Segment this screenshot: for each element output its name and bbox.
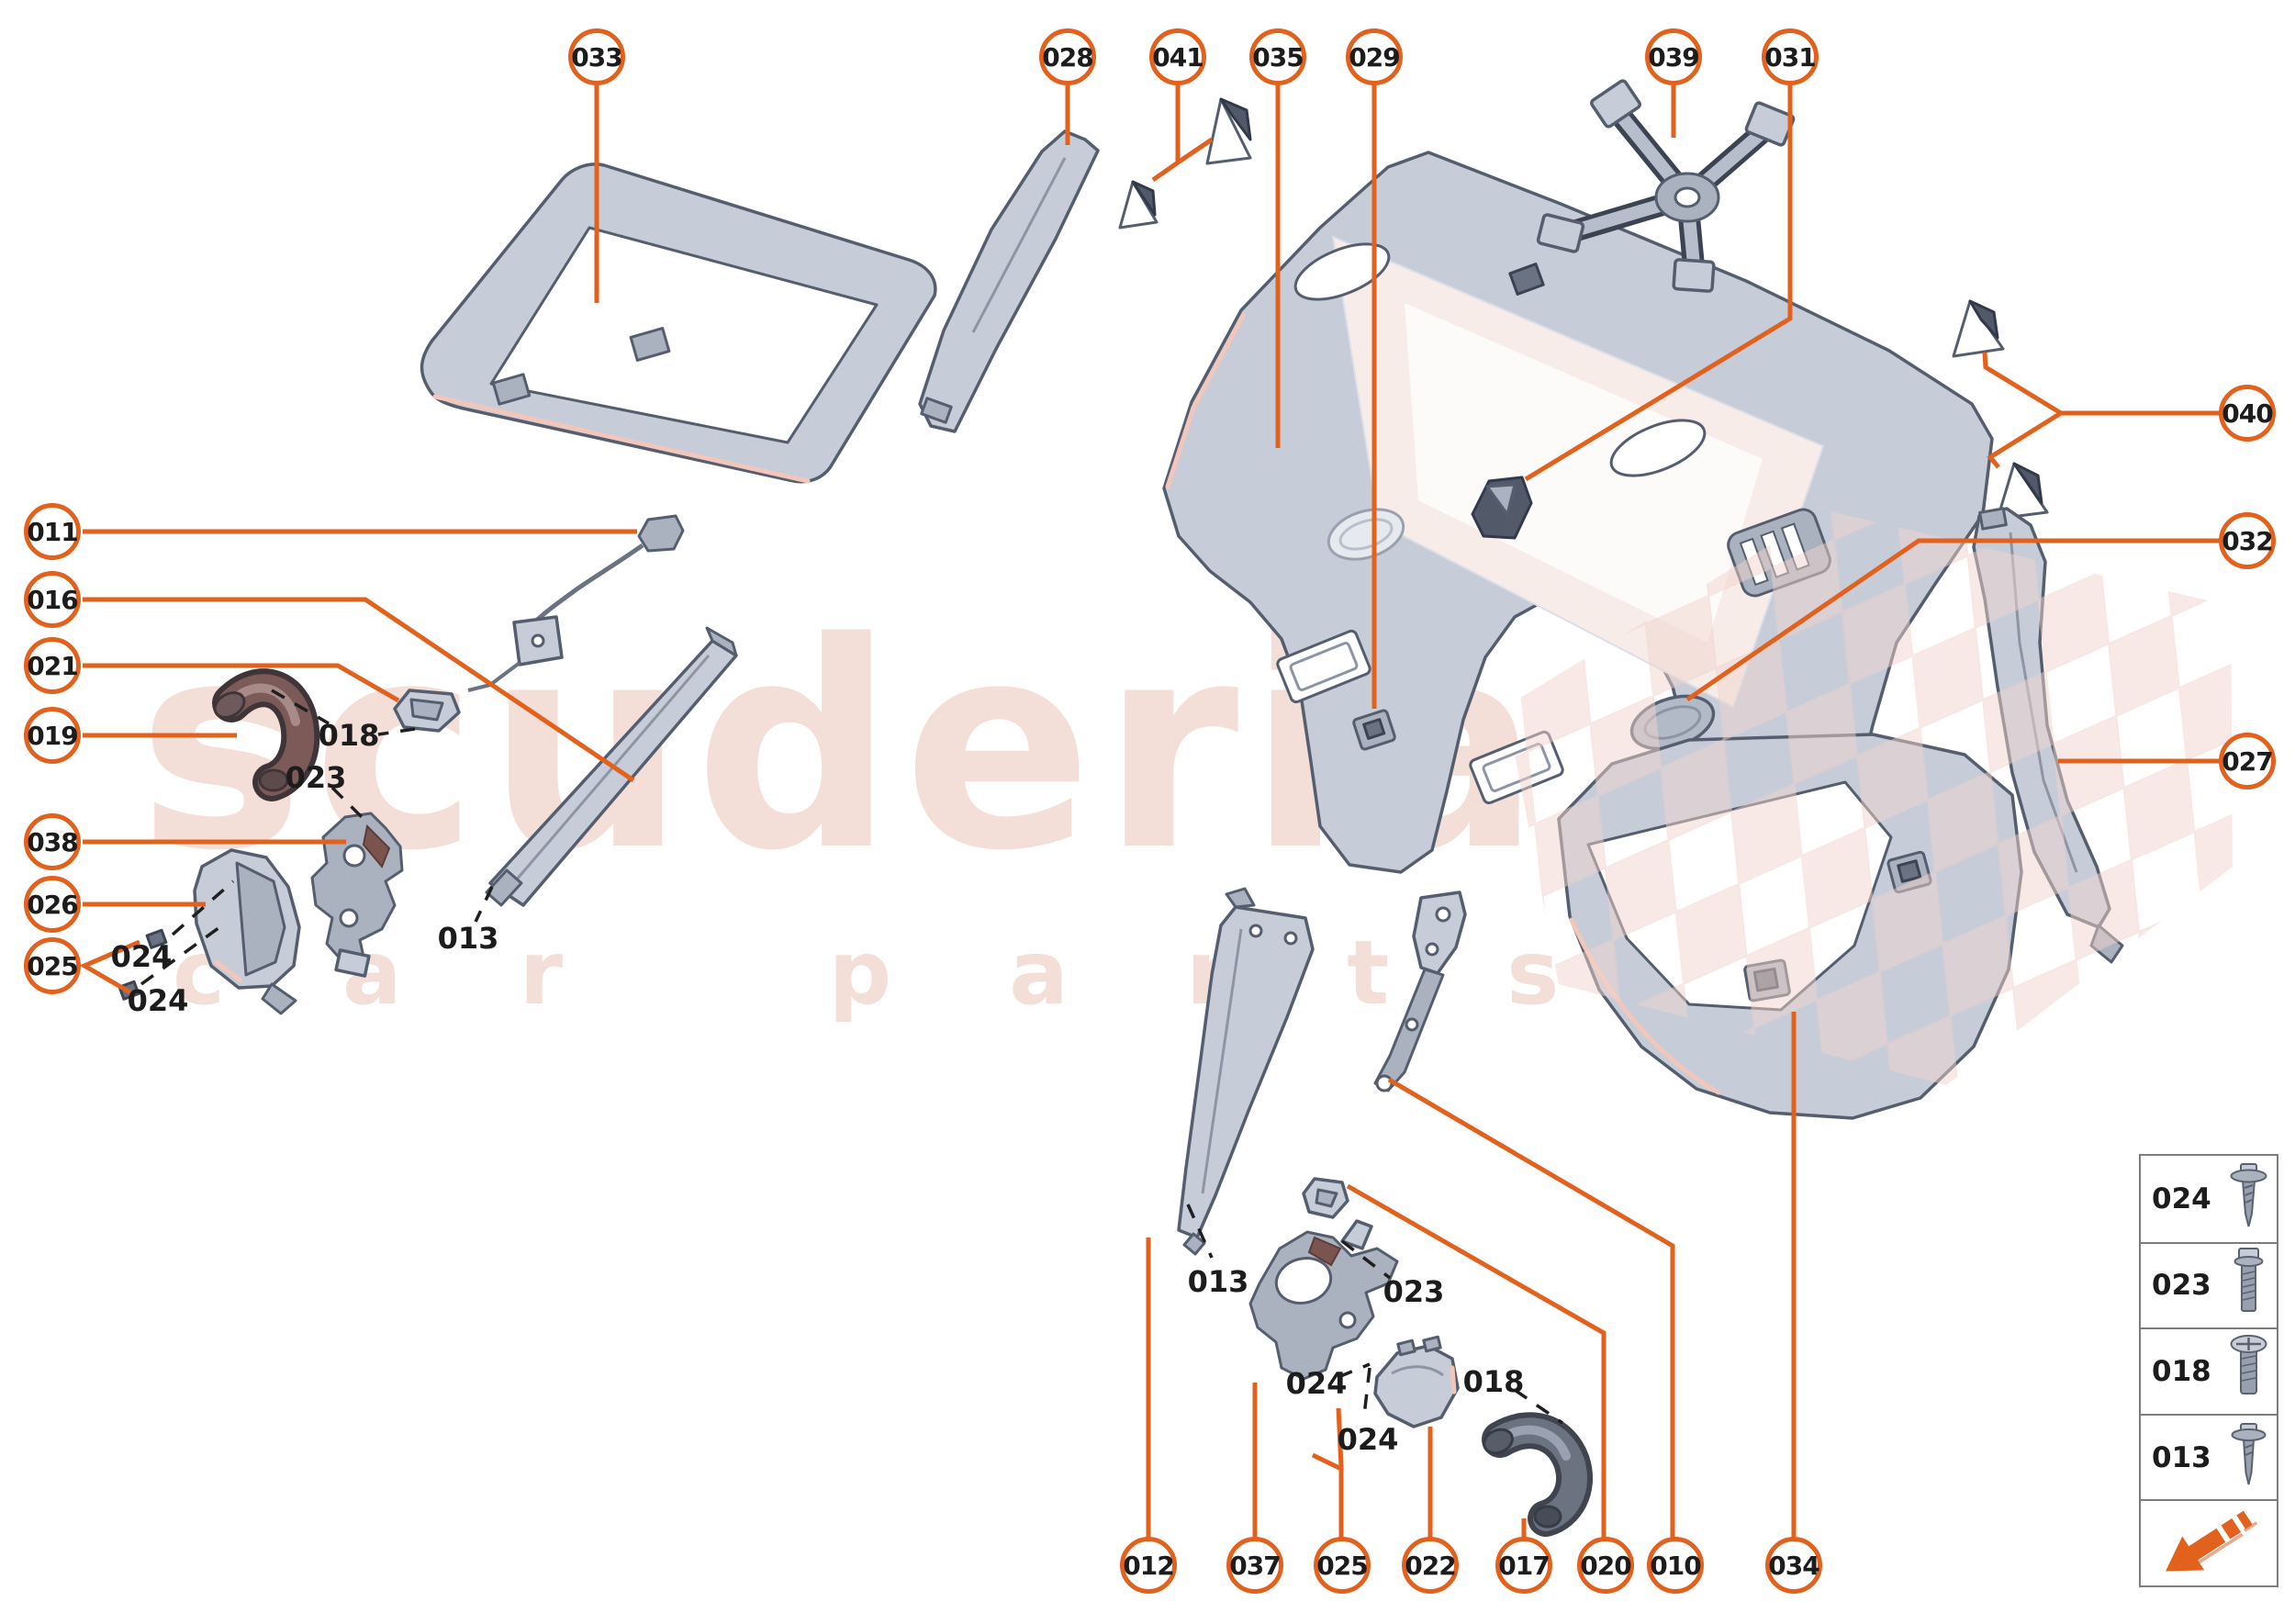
callout-020[interactable]: 020	[1577, 1537, 1634, 1594]
part-010-support-rod	[1373, 890, 1467, 1092]
callout-040[interactable]: 040	[2219, 385, 2276, 442]
legend-code: 013	[2152, 1440, 2211, 1474]
inline-label-024-bottom-1: 024	[1285, 1366, 1348, 1401]
part-038-mount-bracket	[310, 812, 404, 978]
callout-028[interactable]: 028	[1039, 28, 1096, 85]
callout-026[interactable]: 026	[24, 876, 81, 933]
inline-label-024-bottom-2: 024	[1337, 1422, 1399, 1457]
part-017-grab-handle-rear	[1482, 1412, 1593, 1537]
inline-label-024-left-1: 024	[110, 939, 173, 974]
part-040-clip-triangles	[1952, 299, 2049, 521]
screw-pan-head-icon	[2227, 1333, 2269, 1410]
callout-012[interactable]: 012	[1120, 1537, 1177, 1594]
legend-row-arrow	[2141, 1499, 2277, 1585]
inline-label-023-left: 023	[285, 760, 347, 795]
part-041-clip-triangles	[1118, 97, 1252, 230]
legend-row-018: 018	[2141, 1327, 2277, 1414]
legend-row-013: 013	[2141, 1413, 2277, 1500]
fastener-legend-table: 024 023	[2139, 1154, 2278, 1587]
callout-035[interactable]: 035	[1249, 28, 1306, 85]
legend-code: 023	[2152, 1269, 2211, 1303]
callout-016[interactable]: 016	[24, 571, 81, 628]
legend-row-023: 023	[2141, 1241, 2277, 1328]
part-037-hinge-bracket	[1248, 1219, 1399, 1381]
callout-025b[interactable]: 025	[1314, 1537, 1371, 1594]
callout-011[interactable]: 011	[24, 503, 81, 560]
direction-arrow-icon	[2141, 1501, 2277, 1585]
part-031-visor-clip	[1471, 476, 1533, 540]
callout-038[interactable]: 038	[24, 813, 81, 870]
inline-label-023-bottom: 023	[1383, 1274, 1445, 1309]
part-033-sunroof-frame	[420, 162, 937, 484]
inline-label-018-left: 018	[318, 718, 380, 753]
screw-self-tapping-icon	[2227, 1160, 2269, 1238]
part-012-b-pillar-trim	[1177, 887, 1315, 1256]
callout-037[interactable]: 037	[1226, 1537, 1283, 1594]
inline-label-013-bottom: 013	[1187, 1264, 1249, 1299]
callout-010[interactable]: 010	[1647, 1537, 1704, 1594]
callout-034[interactable]: 034	[1765, 1537, 1822, 1594]
callout-033[interactable]: 033	[568, 28, 625, 85]
leader-lines	[79, 84, 2220, 1538]
inline-label-013-left: 013	[437, 921, 499, 956]
callout-027[interactable]: 027	[2219, 733, 2276, 790]
part-021-bracket-clip	[393, 689, 461, 733]
callout-029[interactable]: 029	[1346, 28, 1403, 85]
part-028-a-pillar-trim	[918, 129, 1100, 433]
callout-021[interactable]: 021	[24, 637, 81, 694]
screw-self-tapping-icon	[2227, 1419, 2269, 1496]
callout-025[interactable]: 025	[24, 937, 81, 994]
callout-017[interactable]: 017	[1495, 1537, 1552, 1594]
callout-022[interactable]: 022	[1402, 1537, 1459, 1594]
part-026-cover	[193, 848, 301, 1015]
legend-code: 024	[2152, 1182, 2211, 1215]
part-022-cover	[1373, 1335, 1460, 1428]
part-039-cross-bracket	[1536, 79, 1796, 293]
watermark-subtext: car parts	[173, 922, 1677, 1025]
legend-code: 018	[2152, 1354, 2211, 1388]
callout-019[interactable]: 019	[24, 707, 81, 764]
callout-031[interactable]: 031	[1762, 28, 1819, 85]
inline-label-018-bottom: 018	[1462, 1364, 1525, 1399]
callout-041[interactable]: 041	[1149, 28, 1206, 85]
part-011-antenna-harness	[467, 514, 685, 692]
part-019-grab-handle	[212, 668, 320, 801]
inline-label-024-left-2: 024	[127, 983, 189, 1018]
callout-039[interactable]: 039	[1645, 28, 1702, 85]
callout-032[interactable]: 032	[2219, 512, 2276, 569]
dashed-reference-lines	[140, 689, 1563, 1425]
part-020-clip	[1302, 1177, 1349, 1219]
part-016-roof-rail-strip	[485, 626, 738, 907]
legend-row-024: 024	[2141, 1156, 2277, 1242]
watermark-checkered-flag	[1506, 510, 2233, 1085]
bolt-hex-flange-icon	[2227, 1247, 2269, 1324]
